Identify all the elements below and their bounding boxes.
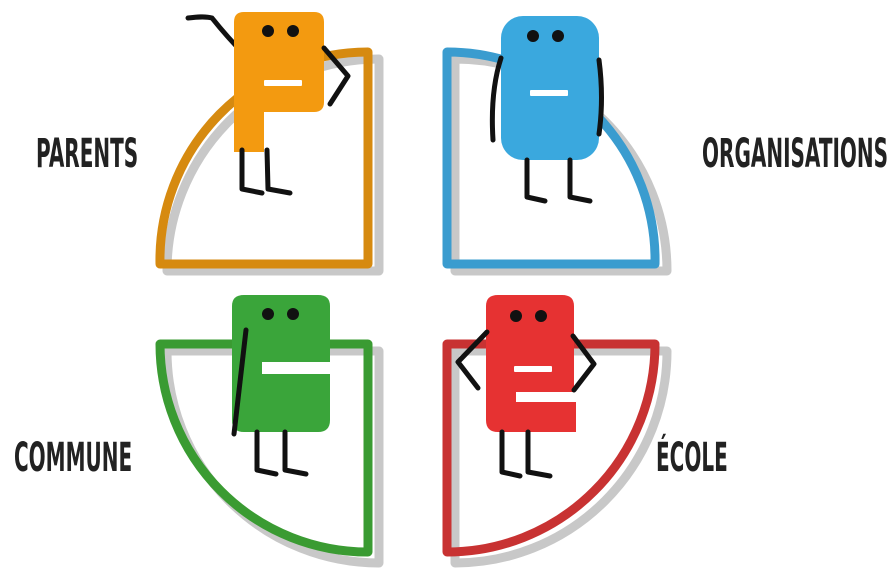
- parents-character-leg-right: [264, 147, 293, 196]
- ecole-character-mouth: [514, 366, 552, 372]
- commune-character-eye-right: [287, 308, 299, 320]
- ecole-character-eye-left: [510, 310, 522, 322]
- parents-character-raised-arm: [185, 14, 247, 57]
- commune-label: COMMUNE: [14, 435, 133, 481]
- organisations-quadrant: [442, 16, 672, 276]
- organisations-character-eye-left: [527, 30, 539, 42]
- commune-character-leg-right: [282, 429, 309, 477]
- commune-character-eye-left: [262, 308, 274, 320]
- parents-quadrant-outline: [155, 47, 373, 269]
- organisations-character-body: [501, 16, 599, 160]
- commune-character-mouth-slot: [262, 362, 330, 374]
- organisations-character-arm-left: [489, 55, 504, 143]
- parents-character-hip-arm: [321, 45, 351, 107]
- parents-quadrant: [155, 12, 384, 276]
- ecole-quadrant-shadow: [450, 346, 672, 568]
- ecole-character: [455, 295, 597, 479]
- organisations-character-eye-right: [552, 30, 564, 42]
- ecole-character-arm-left: [455, 329, 490, 391]
- organisations-character-arm-right: [596, 57, 604, 137]
- organisations-character: [489, 16, 604, 204]
- commune-quadrant-outline: [155, 339, 373, 557]
- organisations-label: ORGANISATIONS: [701, 131, 888, 177]
- parents-character-mouth: [264, 80, 302, 86]
- commune-quadrant: [155, 295, 384, 568]
- ecole-quadrant: [442, 295, 672, 568]
- organisations-character-leg-right: [567, 157, 593, 204]
- commune-character-arm: [231, 327, 249, 437]
- ecole-label: ÉCOLE: [656, 435, 728, 481]
- ecole-character-eye-right: [535, 310, 547, 322]
- commune-character-leg-left: [254, 429, 279, 477]
- organisations-character-mouth: [530, 90, 568, 96]
- parents-label: PARENTS: [36, 131, 139, 177]
- organisations-character-leg-left: [524, 157, 548, 204]
- ecole-character-arm-right: [570, 333, 597, 393]
- organisations-quadrant-outline: [442, 47, 660, 269]
- parents-character-eye-left: [262, 25, 274, 37]
- commune-character: [231, 295, 330, 477]
- ecole-quadrant-outline: [442, 339, 660, 557]
- ecole-character-body: [486, 295, 576, 432]
- ecole-character-leg-left: [499, 429, 523, 479]
- parents-character-eye-right: [287, 25, 299, 37]
- ecole-character-leg-right: [525, 429, 553, 479]
- parents-character: [185, 12, 351, 196]
- parents-character-leg-left: [239, 147, 265, 196]
